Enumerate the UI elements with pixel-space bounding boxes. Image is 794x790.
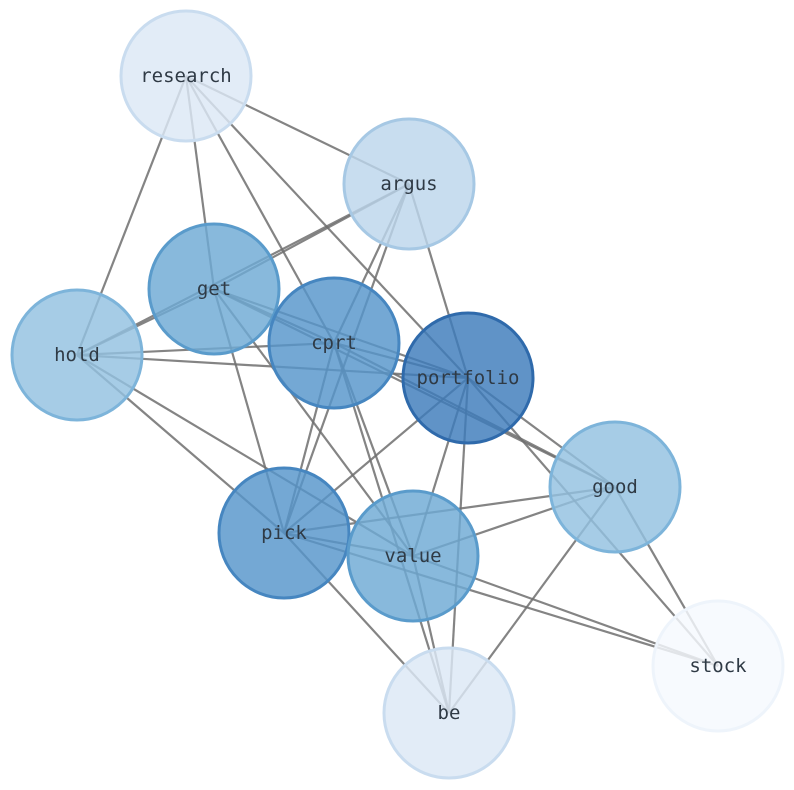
node-label-good: good (592, 476, 638, 498)
node-label-argus: argus (380, 173, 437, 195)
node-label-stock: stock (689, 655, 747, 677)
node-cprt: cprt (267, 276, 401, 410)
node-circle-research (119, 9, 253, 143)
node-good: good (548, 420, 682, 554)
node-circle-pick (217, 466, 351, 600)
node-pick: pick (217, 466, 351, 600)
node-research: research (119, 9, 253, 143)
node-circle-stock (651, 599, 785, 733)
node-circle-portfolio (401, 311, 535, 445)
node-circle-get (147, 222, 281, 356)
node-stock: stock (651, 599, 785, 733)
node-label-be: be (438, 702, 461, 724)
node-label-hold: hold (54, 344, 100, 366)
node-circle-cprt (267, 276, 401, 410)
node-layer: research argus get hold cprt portfolio good pic… (10, 9, 785, 780)
node-value: value (346, 489, 480, 623)
node-circle-value (346, 489, 480, 623)
node-circle-be (382, 646, 516, 780)
node-portfolio: portfolio (401, 311, 535, 445)
node-label-portfolio: portfolio (417, 367, 520, 389)
node-label-value: value (384, 545, 441, 567)
node-hold: hold (10, 288, 144, 422)
node-label-pick: pick (261, 522, 307, 544)
node-argus: argus (342, 117, 476, 251)
node-circle-argus (342, 117, 476, 251)
node-circle-good (548, 420, 682, 554)
node-label-research: research (140, 65, 232, 87)
node-label-get: get (197, 278, 231, 300)
node-circle-hold (10, 288, 144, 422)
node-get: get (147, 222, 281, 356)
node-label-cprt: cprt (311, 332, 357, 354)
node-be: be (382, 646, 516, 780)
